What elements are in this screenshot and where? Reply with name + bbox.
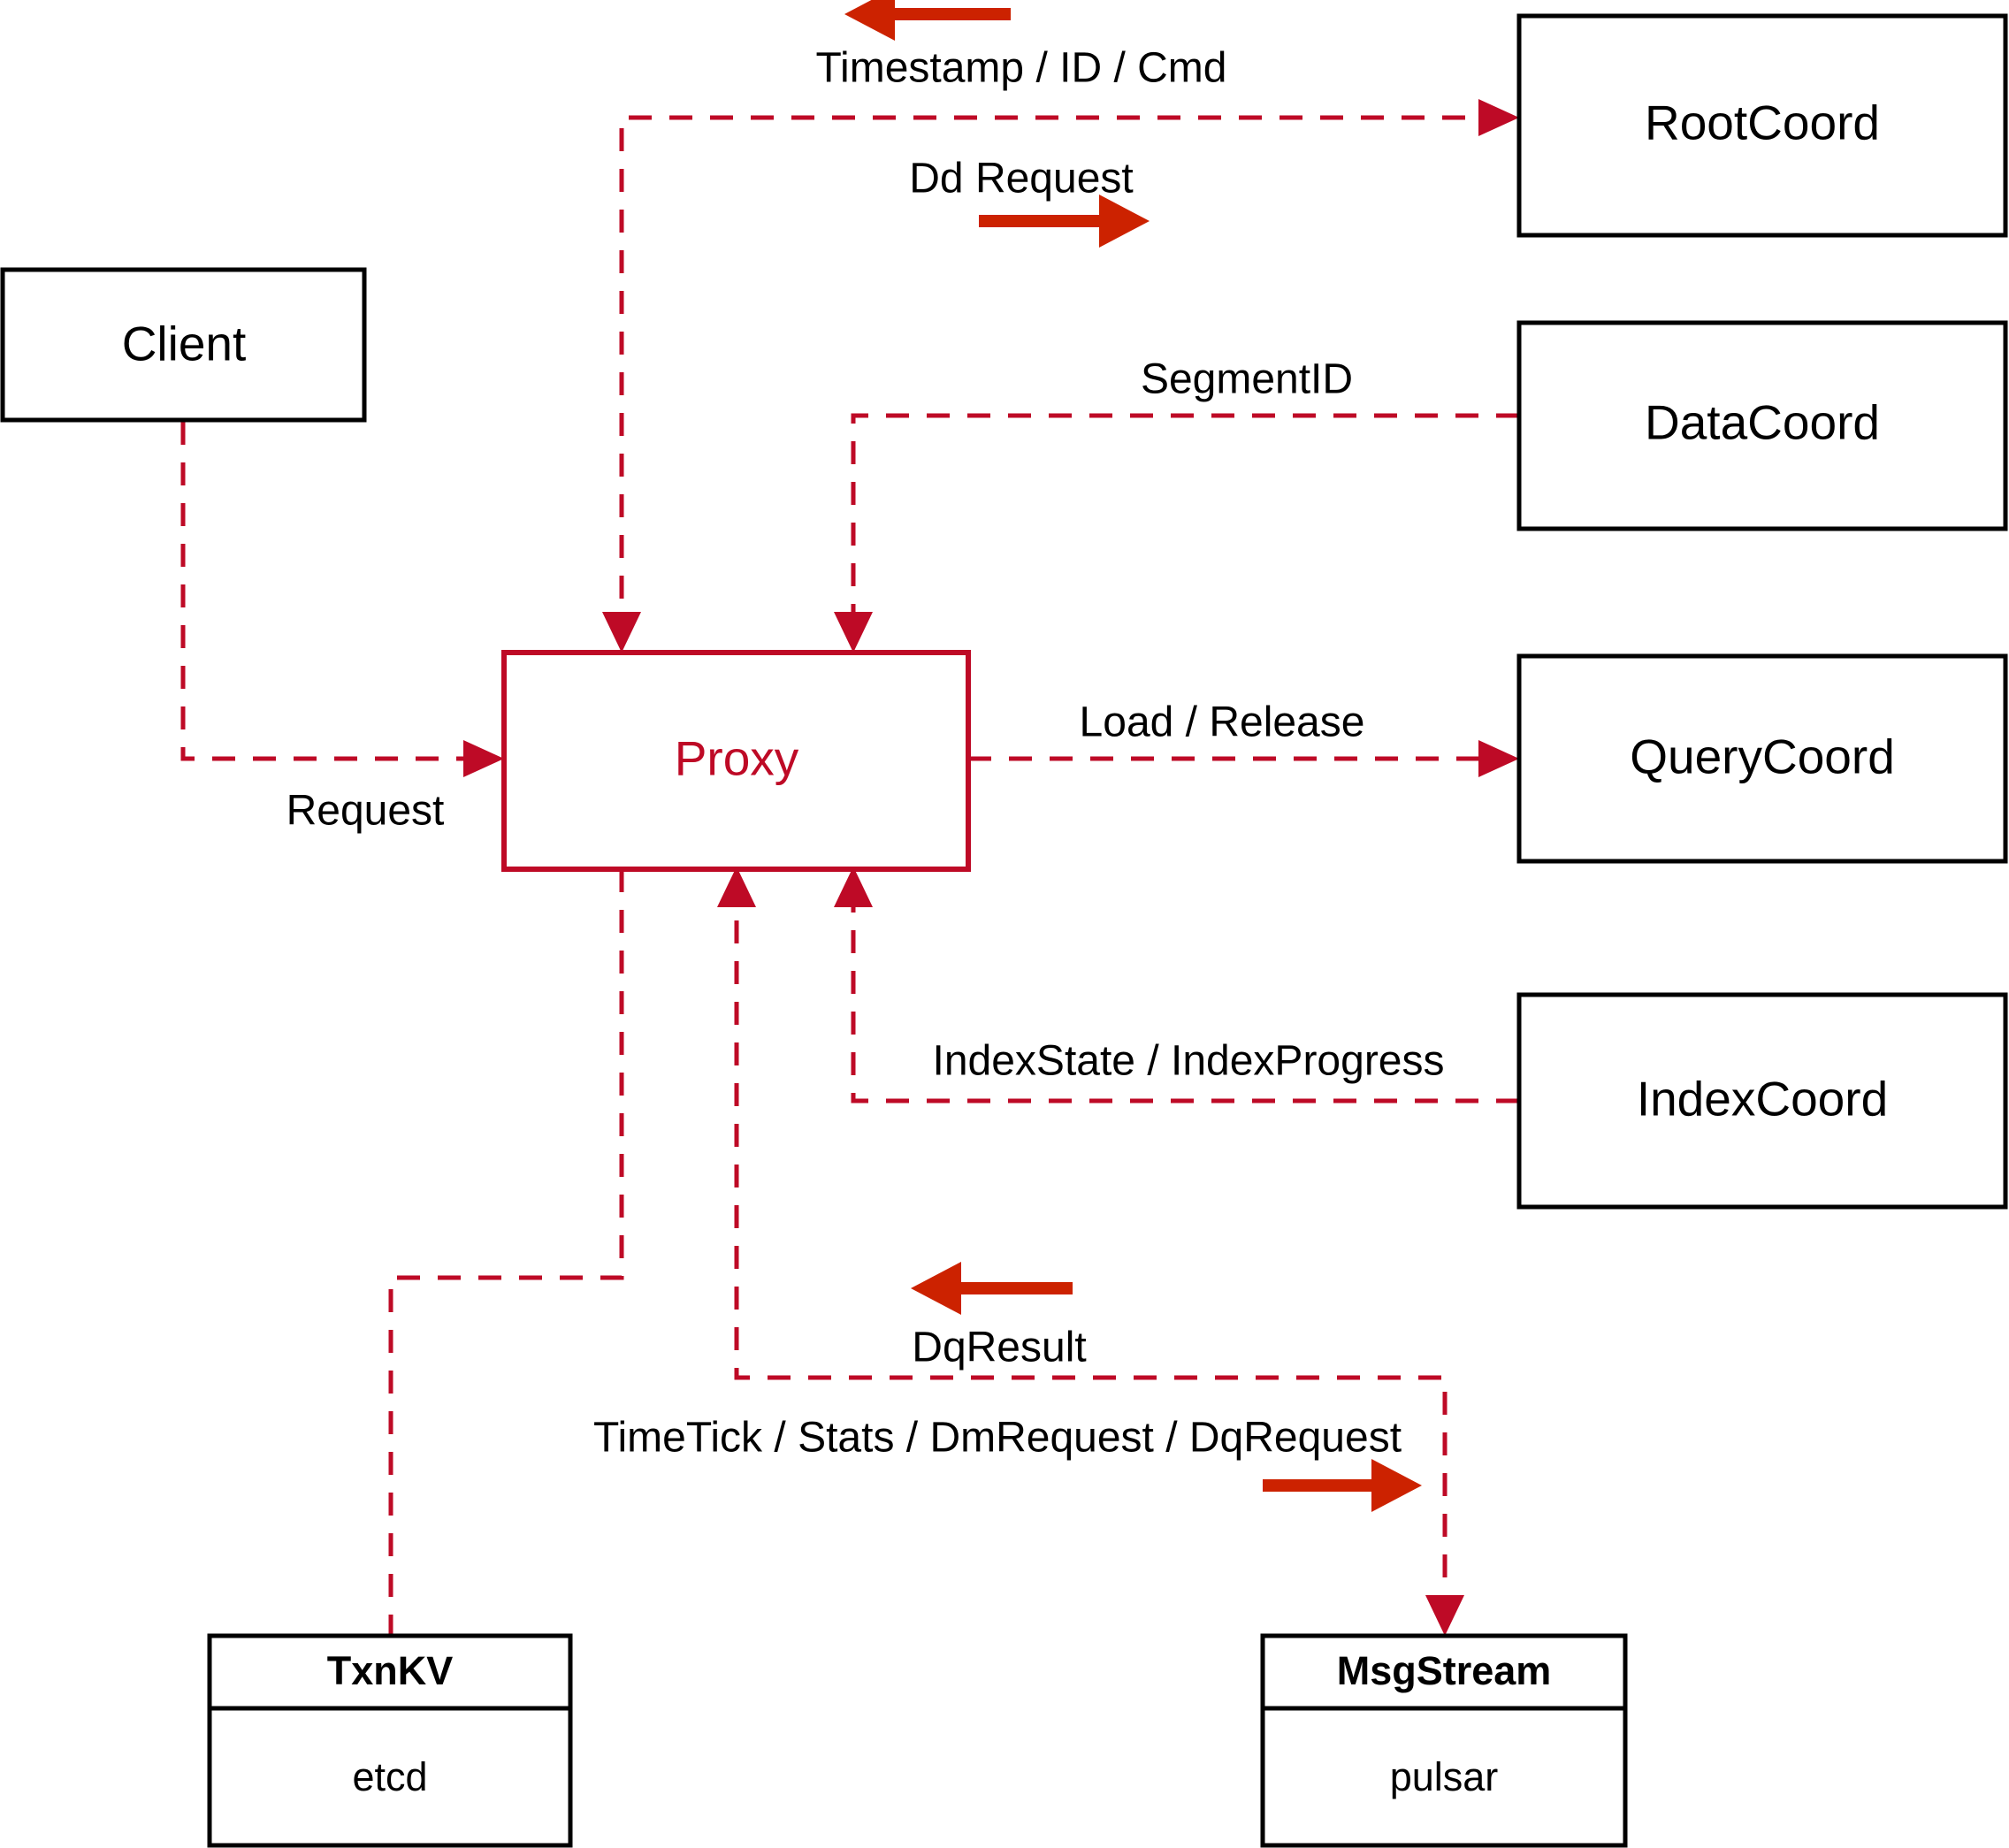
datacoord-box[interactable] (1516, 320, 2008, 531)
node-rootcoord[interactable]: RootCoord (1516, 13, 2008, 238)
node-indexcoord[interactable]: IndexCoord (1516, 992, 2008, 1210)
rootcoord-label: RootCoord (1645, 95, 1880, 150)
edge-label-request: Request (286, 788, 445, 835)
querycoord-label: QueryCoord (1630, 729, 1895, 784)
edge-label-dd-request: Dd Request (909, 156, 1133, 202)
node-client[interactable]: Client (0, 267, 367, 423)
edge-label-indexstate: IndexState / IndexProgress (933, 1038, 1445, 1085)
indexcoord-label: IndexCoord (1637, 1072, 1888, 1126)
msgstream-title: MsgStream (1337, 1648, 1552, 1693)
rootcoord-box[interactable] (1516, 13, 2008, 238)
node-datacoord[interactable]: DataCoord (1516, 320, 2008, 531)
txnkv-box[interactable] (207, 1633, 573, 1848)
node-proxy[interactable]: Proxy (501, 650, 971, 872)
node-txnkv[interactable]: TxnKV etcd (207, 1633, 573, 1848)
edge-label-dqresult: DqResult (912, 1325, 1086, 1371)
msgstream-box[interactable] (1260, 1633, 1628, 1848)
txnkv-subtitle: etcd (352, 1754, 427, 1799)
edge-label-segmentid: SegmentID (1141, 356, 1353, 403)
edge-label-timestamp-id-cmd: Timestamp / ID / Cmd (816, 45, 1227, 92)
client-box[interactable] (0, 267, 367, 423)
flow-client-proxy (180, 422, 504, 777)
proxy-label: Proxy (675, 731, 799, 786)
direction-arrow-left-timestamp (844, 0, 1011, 41)
direction-arrow-left-dqresult (911, 1262, 1073, 1315)
edge-label-timetick: TimeTick / Stats / DmRequest / DqRequest (593, 1415, 1402, 1462)
flow-proxy-msgstream (717, 867, 1464, 1636)
edge-label-load-release: Load / Release (1080, 699, 1365, 746)
flow-datacoord-proxy (834, 413, 1519, 653)
direction-arrow-right-timetick (1263, 1459, 1422, 1512)
flow-proxy-rootcoord (602, 99, 1519, 653)
msgstream-subtitle: pulsar (1390, 1754, 1499, 1799)
datacoord-label: DataCoord (1645, 395, 1880, 450)
direction-arrow-right-ddrequest (979, 195, 1150, 248)
proxy-box[interactable] (501, 650, 971, 872)
indexcoord-box[interactable] (1516, 992, 2008, 1210)
flow-proxy-querycoord (968, 740, 1519, 777)
client-label: Client (122, 317, 247, 371)
flow-indexcoord-proxy (834, 867, 1519, 1103)
flow-proxy-txnkv (388, 869, 624, 1636)
node-querycoord[interactable]: QueryCoord (1516, 653, 2008, 864)
querycoord-box[interactable] (1516, 653, 2008, 864)
node-msgstream[interactable]: MsgStream pulsar (1260, 1633, 1628, 1848)
txnkv-title: TxnKV (327, 1648, 454, 1693)
